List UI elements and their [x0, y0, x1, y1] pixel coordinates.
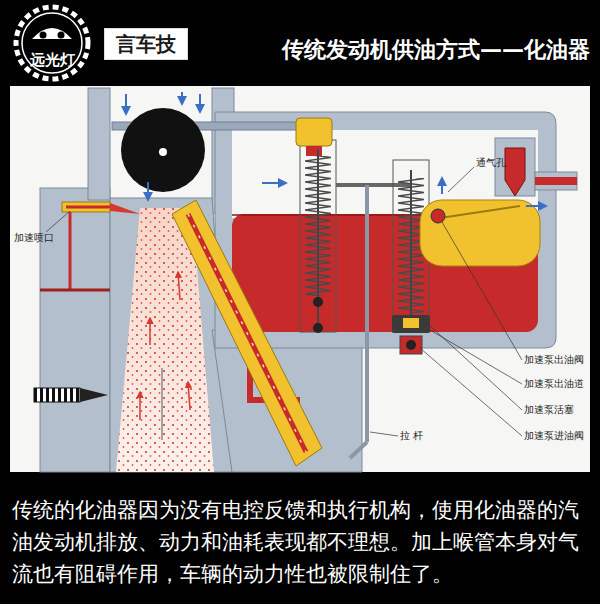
accelerator-pump: [392, 315, 430, 333]
venturi-mixture: [139, 392, 141, 420]
node-label: 远光灯: [6, 51, 98, 69]
idle-screw: [80, 388, 108, 402]
accelerator-nozzle: [110, 203, 140, 214]
choke-valve: [181, 92, 183, 104]
logo-car: [32, 28, 72, 39]
leader-line: [420, 348, 522, 436]
float-and-needle: [440, 206, 520, 218]
page-title: 传统发动机供油方式——化油器: [230, 36, 590, 64]
accelerator-pump: [403, 318, 419, 328]
leader-line: [46, 211, 70, 232]
power-valve: [306, 146, 322, 156]
float-and-needle: [526, 205, 546, 207]
brand-box: 言车技: [104, 28, 188, 60]
accelerator-nozzle: [62, 202, 110, 212]
part-label: 拉 杆: [400, 430, 423, 442]
logo-headlight: [40, 32, 47, 39]
carburetor-body: [40, 88, 556, 472]
choke-valve: [199, 94, 201, 112]
accelerator-nozzle: [66, 206, 110, 209]
venturi-mixture: [178, 272, 180, 300]
part-label: 加速泵活塞: [524, 404, 574, 416]
node-label: 言车技: [105, 29, 187, 59]
float-and-needle: [420, 200, 540, 266]
main-jet-tube: [188, 214, 306, 452]
float-and-needle: [431, 209, 445, 223]
choke-valve: [125, 94, 127, 114]
accelerator-pump: [406, 340, 416, 350]
leader-line: [448, 167, 474, 192]
carburetor-body: [88, 88, 110, 200]
part-label: 加速喷口: [14, 232, 54, 244]
choke-valve: [147, 182, 149, 200]
accelerator-nozzle: [40, 289, 110, 292]
float-and-needle: [420, 138, 577, 266]
accelerator-nozzle: [69, 212, 72, 290]
logo-badge: 远光灯: [6, 3, 98, 83]
leader-line: [442, 222, 522, 360]
part-label: 加速泵出油阀: [524, 354, 584, 366]
logo-outline: [6, 3, 98, 83]
accelerator-pump: [400, 336, 422, 354]
leader-line: [370, 432, 398, 436]
page-background: [10, 86, 590, 472]
power-valve: [313, 323, 323, 333]
power-valve: [300, 140, 336, 332]
power-valve: [296, 118, 336, 333]
leader-line: [46, 167, 522, 436]
carburetor-body: [215, 112, 556, 348]
carburetor-body: [40, 188, 110, 472]
choke-valve: [159, 148, 167, 156]
venturi-mixture: [149, 318, 151, 345]
part-label: 加速泵进油阀: [524, 430, 584, 442]
float-and-needle: [535, 177, 577, 185]
power-valve: [313, 297, 323, 307]
float-and-needle: [505, 148, 525, 196]
idle-screw: [34, 388, 108, 402]
float-and-needle: [535, 172, 577, 190]
accelerator-pump: [410, 170, 412, 320]
pull-rod: [365, 185, 369, 442]
venturi-mixture: [188, 382, 190, 410]
part-label: 通气孔: [476, 157, 506, 169]
choke-valve: [441, 178, 443, 194]
venturi-mixture: [161, 368, 163, 440]
caption-text: 传统的化油器因为没有电控反馈和执行机构，使用化油器的汽油发动机排放、动力和油耗表…: [12, 494, 592, 590]
logo-headlight: [58, 32, 65, 39]
choke-valve: [121, 108, 205, 192]
power-valve: [296, 118, 332, 146]
pull-rod: [350, 442, 367, 458]
idle-screw: [34, 388, 80, 402]
main-jet-tube: [188, 214, 306, 452]
part-label: 加速泵出油道: [524, 378, 584, 390]
accelerator-nozzle: [40, 202, 140, 290]
choke-valve: [262, 182, 286, 184]
